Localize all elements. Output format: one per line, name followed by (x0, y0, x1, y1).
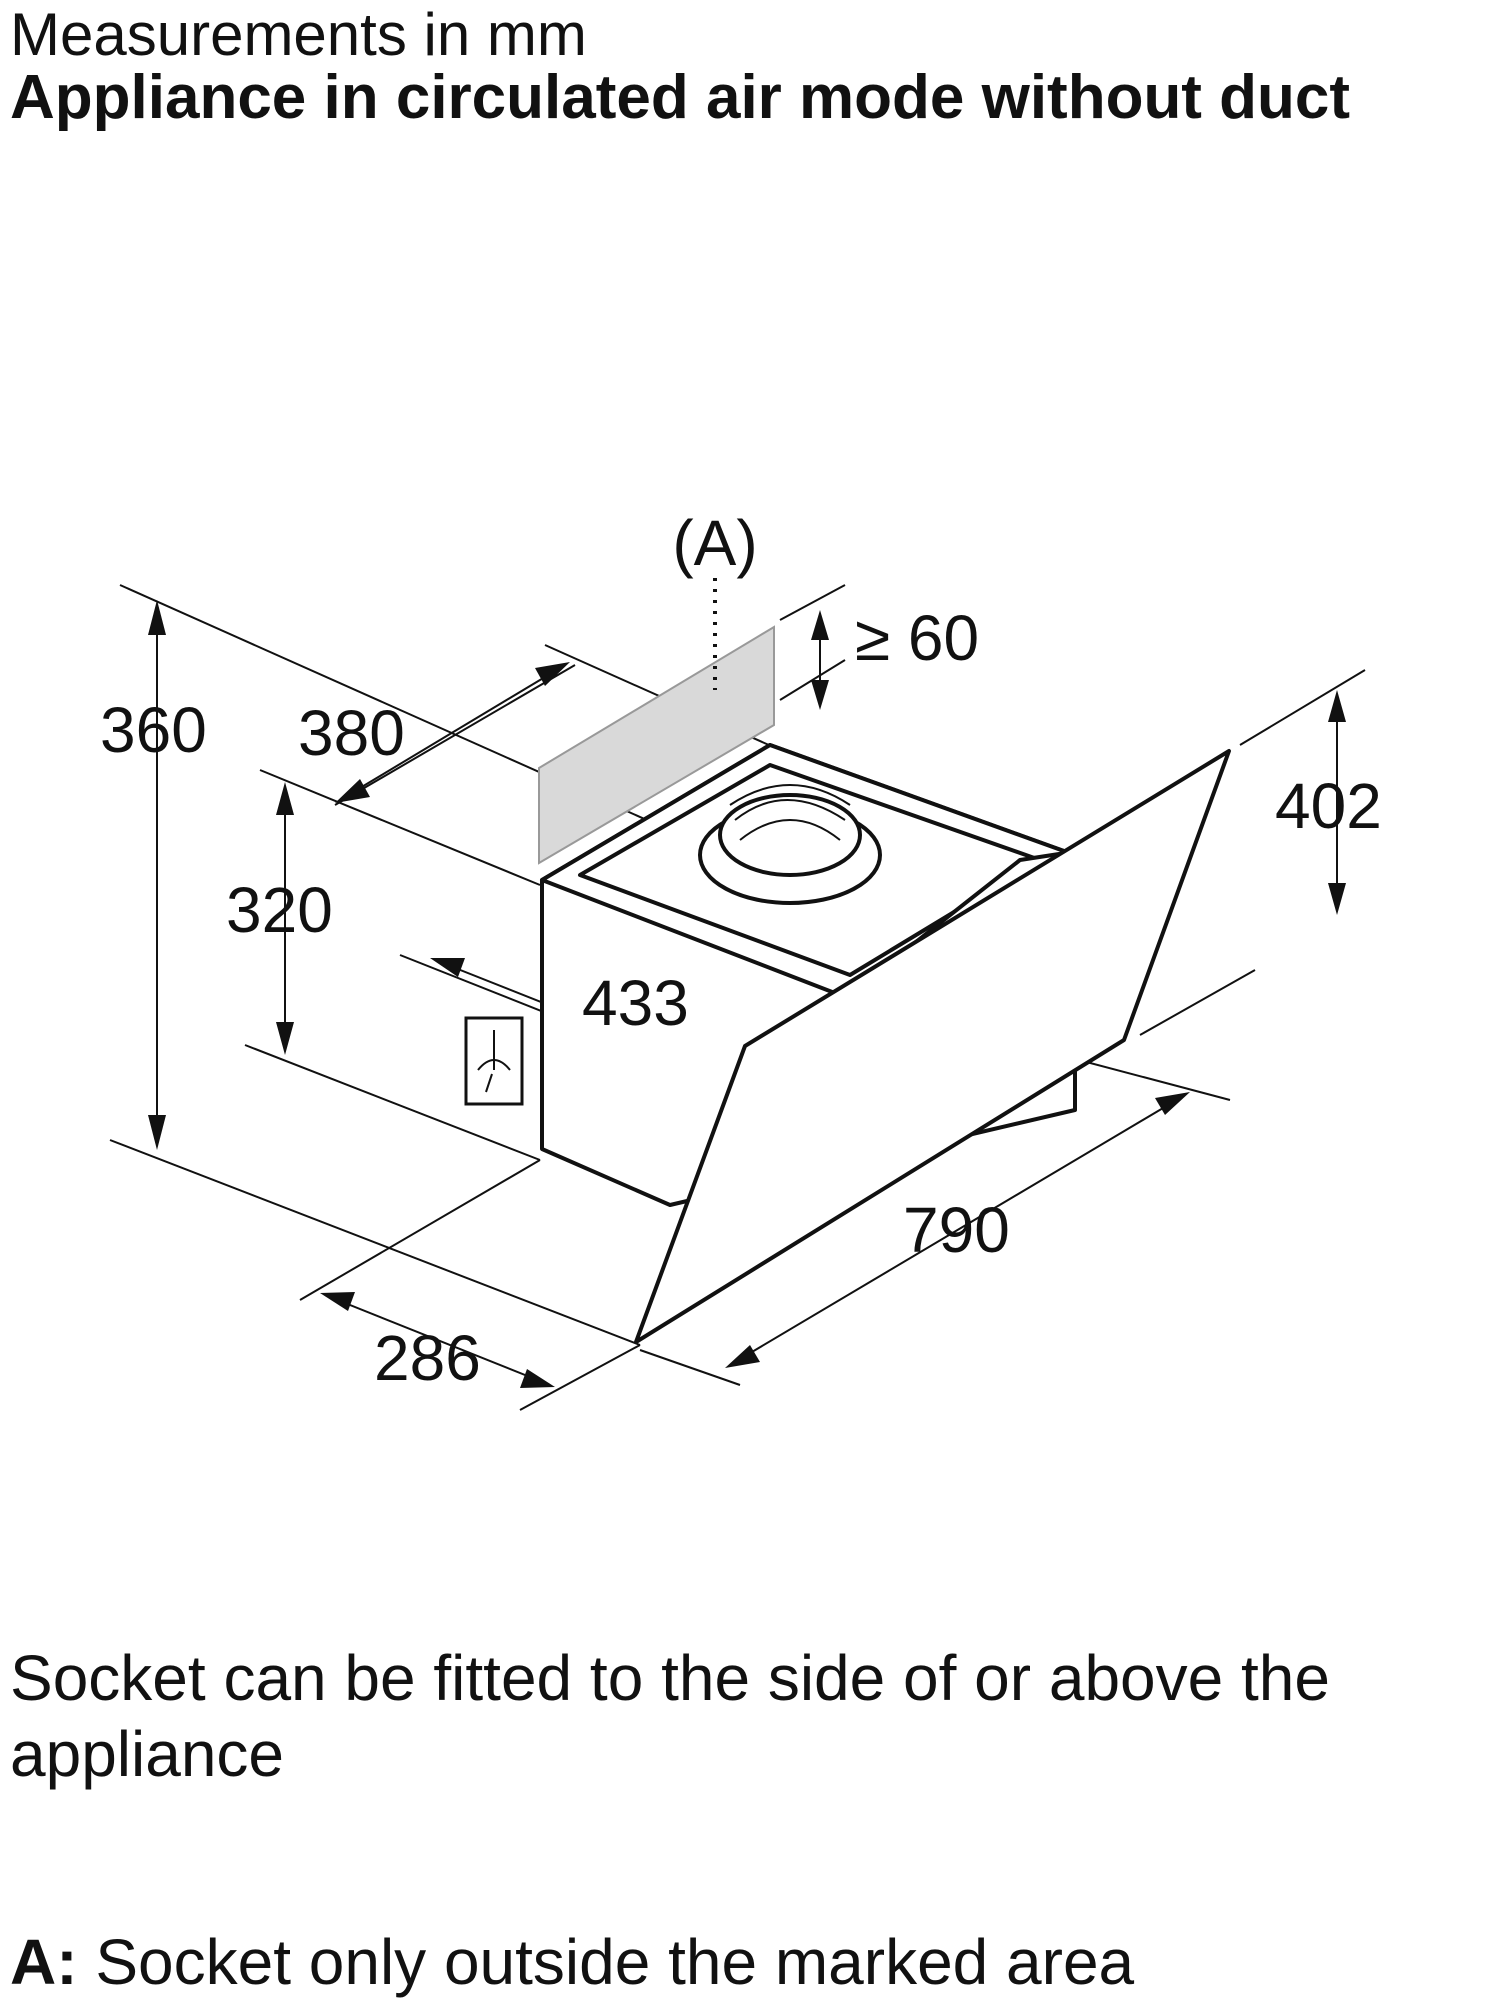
extension-lines (109, 584, 1366, 1411)
cooker-hood (464, 743, 1231, 1344)
units-label: Measurements in mm (10, 1, 587, 68)
dim-402: 402 (1275, 770, 1382, 842)
page-title: Appliance in circulated air mode without… (10, 63, 1351, 132)
socket-exclusion-area (538, 625, 775, 865)
legend-a-text: Socket only outside the marked area (95, 1926, 1135, 1998)
legend-a-label: A: (10, 1926, 78, 1998)
dim-286: 286 (374, 1322, 481, 1394)
dim-380: 380 (298, 697, 405, 769)
dim-320: 320 (226, 874, 333, 946)
dim-790: 790 (903, 1194, 1010, 1266)
dim-clearance: ≥ 60 (855, 602, 979, 674)
socket-note: Socket can be fitted to the side of or a… (10, 1642, 1330, 1790)
dim-360: 360 (100, 694, 207, 766)
marker-a: (A) (672, 507, 757, 579)
dim-433: 433 (582, 967, 689, 1039)
legend-a: A: Socket only outside the marked area (10, 1925, 1134, 1999)
